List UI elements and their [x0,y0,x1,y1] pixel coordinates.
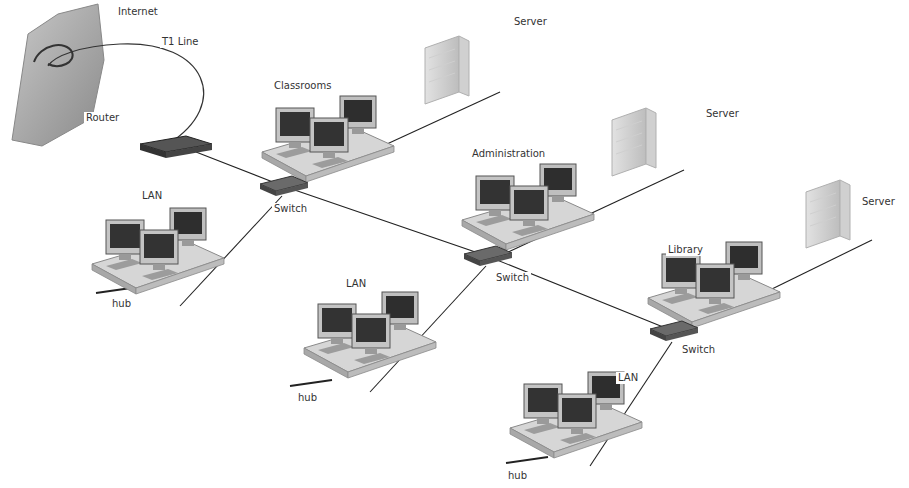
computer-group [510,372,642,458]
t1-line [48,44,204,144]
device-label: Server [512,16,549,28]
computer-group [648,242,780,328]
server-icon [425,36,469,104]
hub-symbol [506,457,548,463]
switch-icon [260,176,308,196]
device-label: hub [296,392,319,404]
device-label: LAN [140,190,164,202]
device-label: Switch [272,203,309,215]
hub-symbol [290,380,332,386]
device-label: Router [84,112,121,124]
device-label: hub [110,298,133,310]
device-label: T1 Line [160,36,201,48]
internet-swirl [34,45,73,66]
server-icon [806,180,850,248]
switch-icon [464,246,512,266]
device-label: Internet [116,6,160,18]
backbone-wire [196,152,673,331]
device-label: Administration [470,148,547,160]
device-label: LAN [616,372,640,384]
device-label: Classrooms [272,80,333,92]
device-label: Server [860,196,897,208]
device-label: hub [506,470,529,482]
computer-group [262,96,394,182]
server-icon [612,108,656,176]
device-label: LAN [344,278,368,290]
computer-group [462,164,594,250]
device-label: Switch [494,272,531,284]
computer-group [304,292,436,378]
device-label: Library [666,244,705,256]
router-icon [140,136,212,158]
computer-group [92,208,224,294]
switch-icon [650,321,698,341]
device-label: Server [704,108,741,120]
device-label: Switch [680,344,717,356]
internet-cloud [12,4,104,146]
